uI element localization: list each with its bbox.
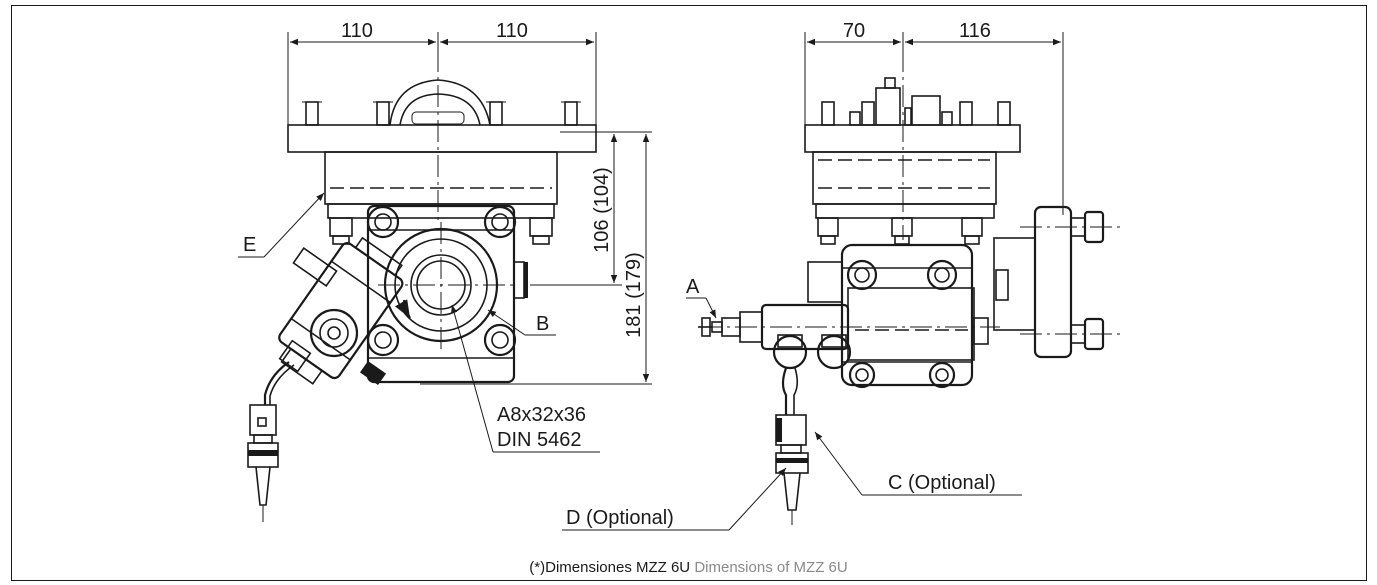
label-c: C (Optional) (888, 472, 996, 494)
caption-es: (*)Dimensiones MZZ 6U (529, 559, 691, 576)
label-b: B (536, 313, 549, 335)
label-a: A (686, 276, 700, 298)
label-e: E (243, 234, 256, 256)
right-view: 70 116 (562, 20, 1120, 531)
dim-height-outer: 181 (179) (623, 252, 645, 338)
label-spline-2: DIN 5462 (497, 429, 582, 451)
callout-d: D (Optional) (562, 467, 787, 531)
left-top-plate (287, 124, 597, 153)
dim-left-b: 110 (496, 20, 528, 42)
right-body-bolts (817, 217, 983, 245)
right-pump-housing (807, 243, 1009, 389)
callout-spline: A8x32x36 DIN 5462 (451, 304, 600, 453)
label-d: D (Optional) (566, 507, 674, 529)
right-studs (821, 77, 1011, 126)
label-spline-1: A8x32x36 (497, 404, 586, 426)
left-top-dimension: 110 110 (287, 20, 597, 125)
right-top-plate (804, 124, 1021, 153)
left-body-bolts (329, 217, 553, 245)
callout-e: E (238, 192, 325, 258)
left-corner-bolts (366, 205, 517, 357)
dim-left-a: 110 (341, 20, 373, 42)
left-valve-cap (309, 308, 359, 358)
left-body (324, 151, 558, 205)
left-view: 110 110 (238, 20, 652, 522)
right-cable-connectors (775, 367, 809, 525)
right-top-dimension: 70 116 (804, 20, 1064, 215)
callout-b: B (487, 309, 556, 336)
left-cable-connector (247, 361, 295, 522)
dim-height-inner: 106 (104) (591, 167, 613, 253)
drawing-frame (11, 5, 1367, 581)
left-studs (302, 101, 581, 126)
callout-c: C (Optional) (814, 431, 1022, 496)
dim-right-b: 116 (959, 20, 991, 42)
caption-en: Dimensions of MZZ 6U (694, 559, 848, 576)
callout-a: A (686, 276, 717, 319)
left-height-dimension: 106 (104) 181 (179) (420, 131, 652, 385)
left-shaft (378, 222, 515, 350)
figure-caption: (*)Dimensiones MZZ 6U Dimensions of MZZ … (0, 559, 1377, 576)
right-side-flange (993, 205, 1120, 359)
dim-right-a: 70 (843, 20, 865, 42)
left-dome (389, 79, 491, 126)
right-valve-block (698, 303, 1000, 370)
